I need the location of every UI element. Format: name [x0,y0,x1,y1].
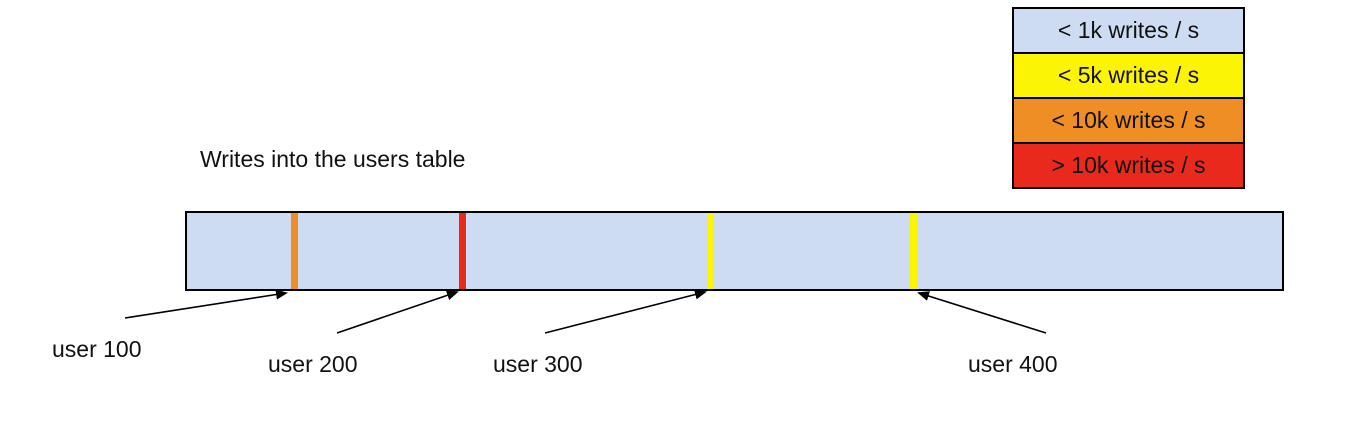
legend-item-label: < 1k writes / s [1057,17,1200,43]
label-user-400: user 400 [968,351,1058,377]
arrow-user-400 [917,291,1047,334]
legend-item-label: < 10k writes / s [1051,107,1206,133]
legend-item-lt-10k: < 10k writes / s [1012,97,1245,144]
arrow-user-300 [544,289,707,334]
legend-item-gt-10k: > 10k writes / s [1012,142,1245,189]
legend-item-lt-5k: < 5k writes / s [1012,52,1245,99]
label-user-300: user 300 [493,351,583,377]
hot-key-stripe-user-400 [910,213,917,289]
legend-item-lt-1k: < 1k writes / s [1012,7,1245,54]
label-user-100: user 100 [52,336,142,362]
legend-item-label: < 5k writes / s [1057,62,1200,88]
hot-key-stripe-user-300 [707,213,714,289]
hot-key-stripe-user-200 [459,213,466,289]
arrow-user-200 [336,290,459,334]
hot-key-stripe-user-100 [291,213,298,289]
legend: < 1k writes / s < 5k writes / s < 10k wr… [1012,7,1245,189]
legend-item-label: > 10k writes / s [1051,152,1206,178]
users-table-bar [185,211,1284,291]
diagram-title: Writes into the users table [200,146,466,172]
arrow-user-100 [124,289,288,319]
label-user-200: user 200 [268,351,358,377]
